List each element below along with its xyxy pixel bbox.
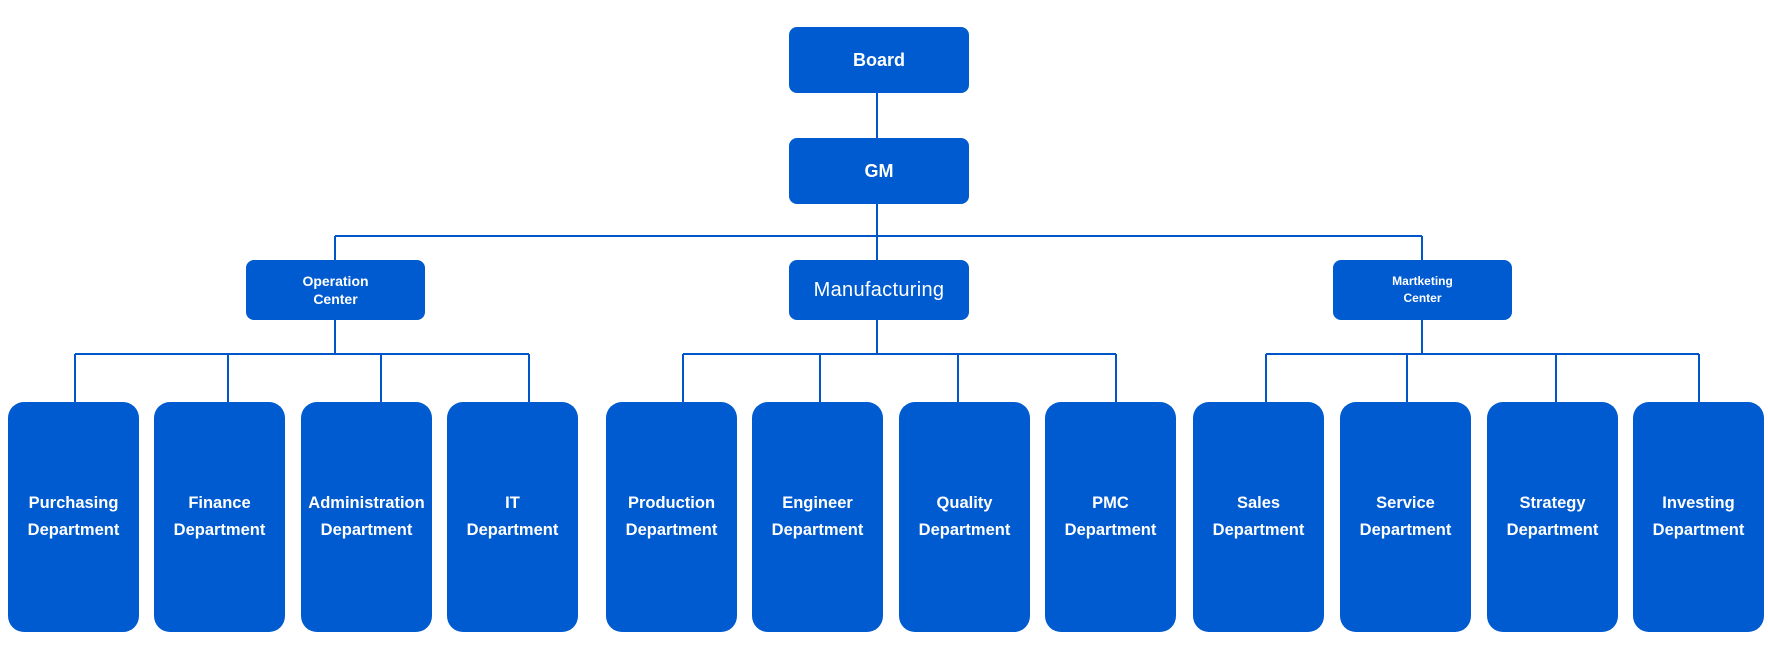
department-node-investing: Investing Department xyxy=(1633,402,1764,632)
manufacturing-node: Manufacturing xyxy=(789,260,969,320)
department-name: Purchasing xyxy=(28,493,119,512)
department-suffix: Department xyxy=(771,521,864,539)
department-name: Investing xyxy=(1662,493,1735,512)
department-suffix: Department xyxy=(625,521,718,539)
department-name: Sales xyxy=(1236,493,1281,512)
department-suffix: Department xyxy=(27,521,120,539)
marketing-center-line1: Martketing xyxy=(1392,273,1453,288)
board-label: Board xyxy=(852,49,905,70)
department-suffix: Department xyxy=(1652,521,1745,539)
marketing-center-line2: Center xyxy=(1403,291,1442,305)
department-node-sales: Sales Department xyxy=(1193,402,1324,632)
department-name: Administration xyxy=(308,493,425,512)
department-node-quality: Quality Department xyxy=(899,402,1030,632)
department-name: Production xyxy=(627,493,716,512)
department-node-production: Production Department xyxy=(606,402,737,632)
gm-node: GM xyxy=(789,138,969,204)
department-node-it: IT Department xyxy=(447,402,578,632)
operation-center-node: Operation Center xyxy=(246,260,425,320)
department-node-service: Service Department xyxy=(1340,402,1471,632)
department-name: Engineer xyxy=(782,493,853,512)
department-name: Strategy xyxy=(1519,493,1586,512)
department-name: Finance xyxy=(188,493,251,512)
board-node: Board xyxy=(789,27,969,93)
department-name: Quality xyxy=(936,493,993,512)
department-name: Service xyxy=(1376,493,1435,512)
department-name: IT xyxy=(505,493,520,512)
operation-center-line1: Operation xyxy=(302,272,369,289)
department-node-finance: Finance Department xyxy=(154,402,285,632)
marketing-center-node: Martketing Center xyxy=(1333,260,1512,320)
department-suffix: Department xyxy=(1359,521,1452,539)
department-suffix: Department xyxy=(918,521,1011,539)
operation-center-line2: Center xyxy=(313,291,358,307)
department-name: PMC xyxy=(1092,493,1129,512)
department-suffix: Department xyxy=(466,521,559,539)
department-node-strategy: Strategy Department xyxy=(1487,402,1618,632)
department-suffix: Department xyxy=(173,521,266,539)
gm-label: GM xyxy=(864,160,894,181)
department-node-engineer: Engineer Department xyxy=(752,402,883,632)
department-node-administration: Administration Department xyxy=(301,402,432,632)
manufacturing-label: Manufacturing xyxy=(813,278,945,301)
department-node-purchasing: Purchasing Department xyxy=(8,402,139,632)
department-suffix: Department xyxy=(1506,521,1599,539)
department-suffix: Department xyxy=(320,521,413,539)
department-suffix: Department xyxy=(1064,521,1157,539)
department-node-pmc: PMC Department xyxy=(1045,402,1176,632)
department-suffix: Department xyxy=(1212,521,1305,539)
